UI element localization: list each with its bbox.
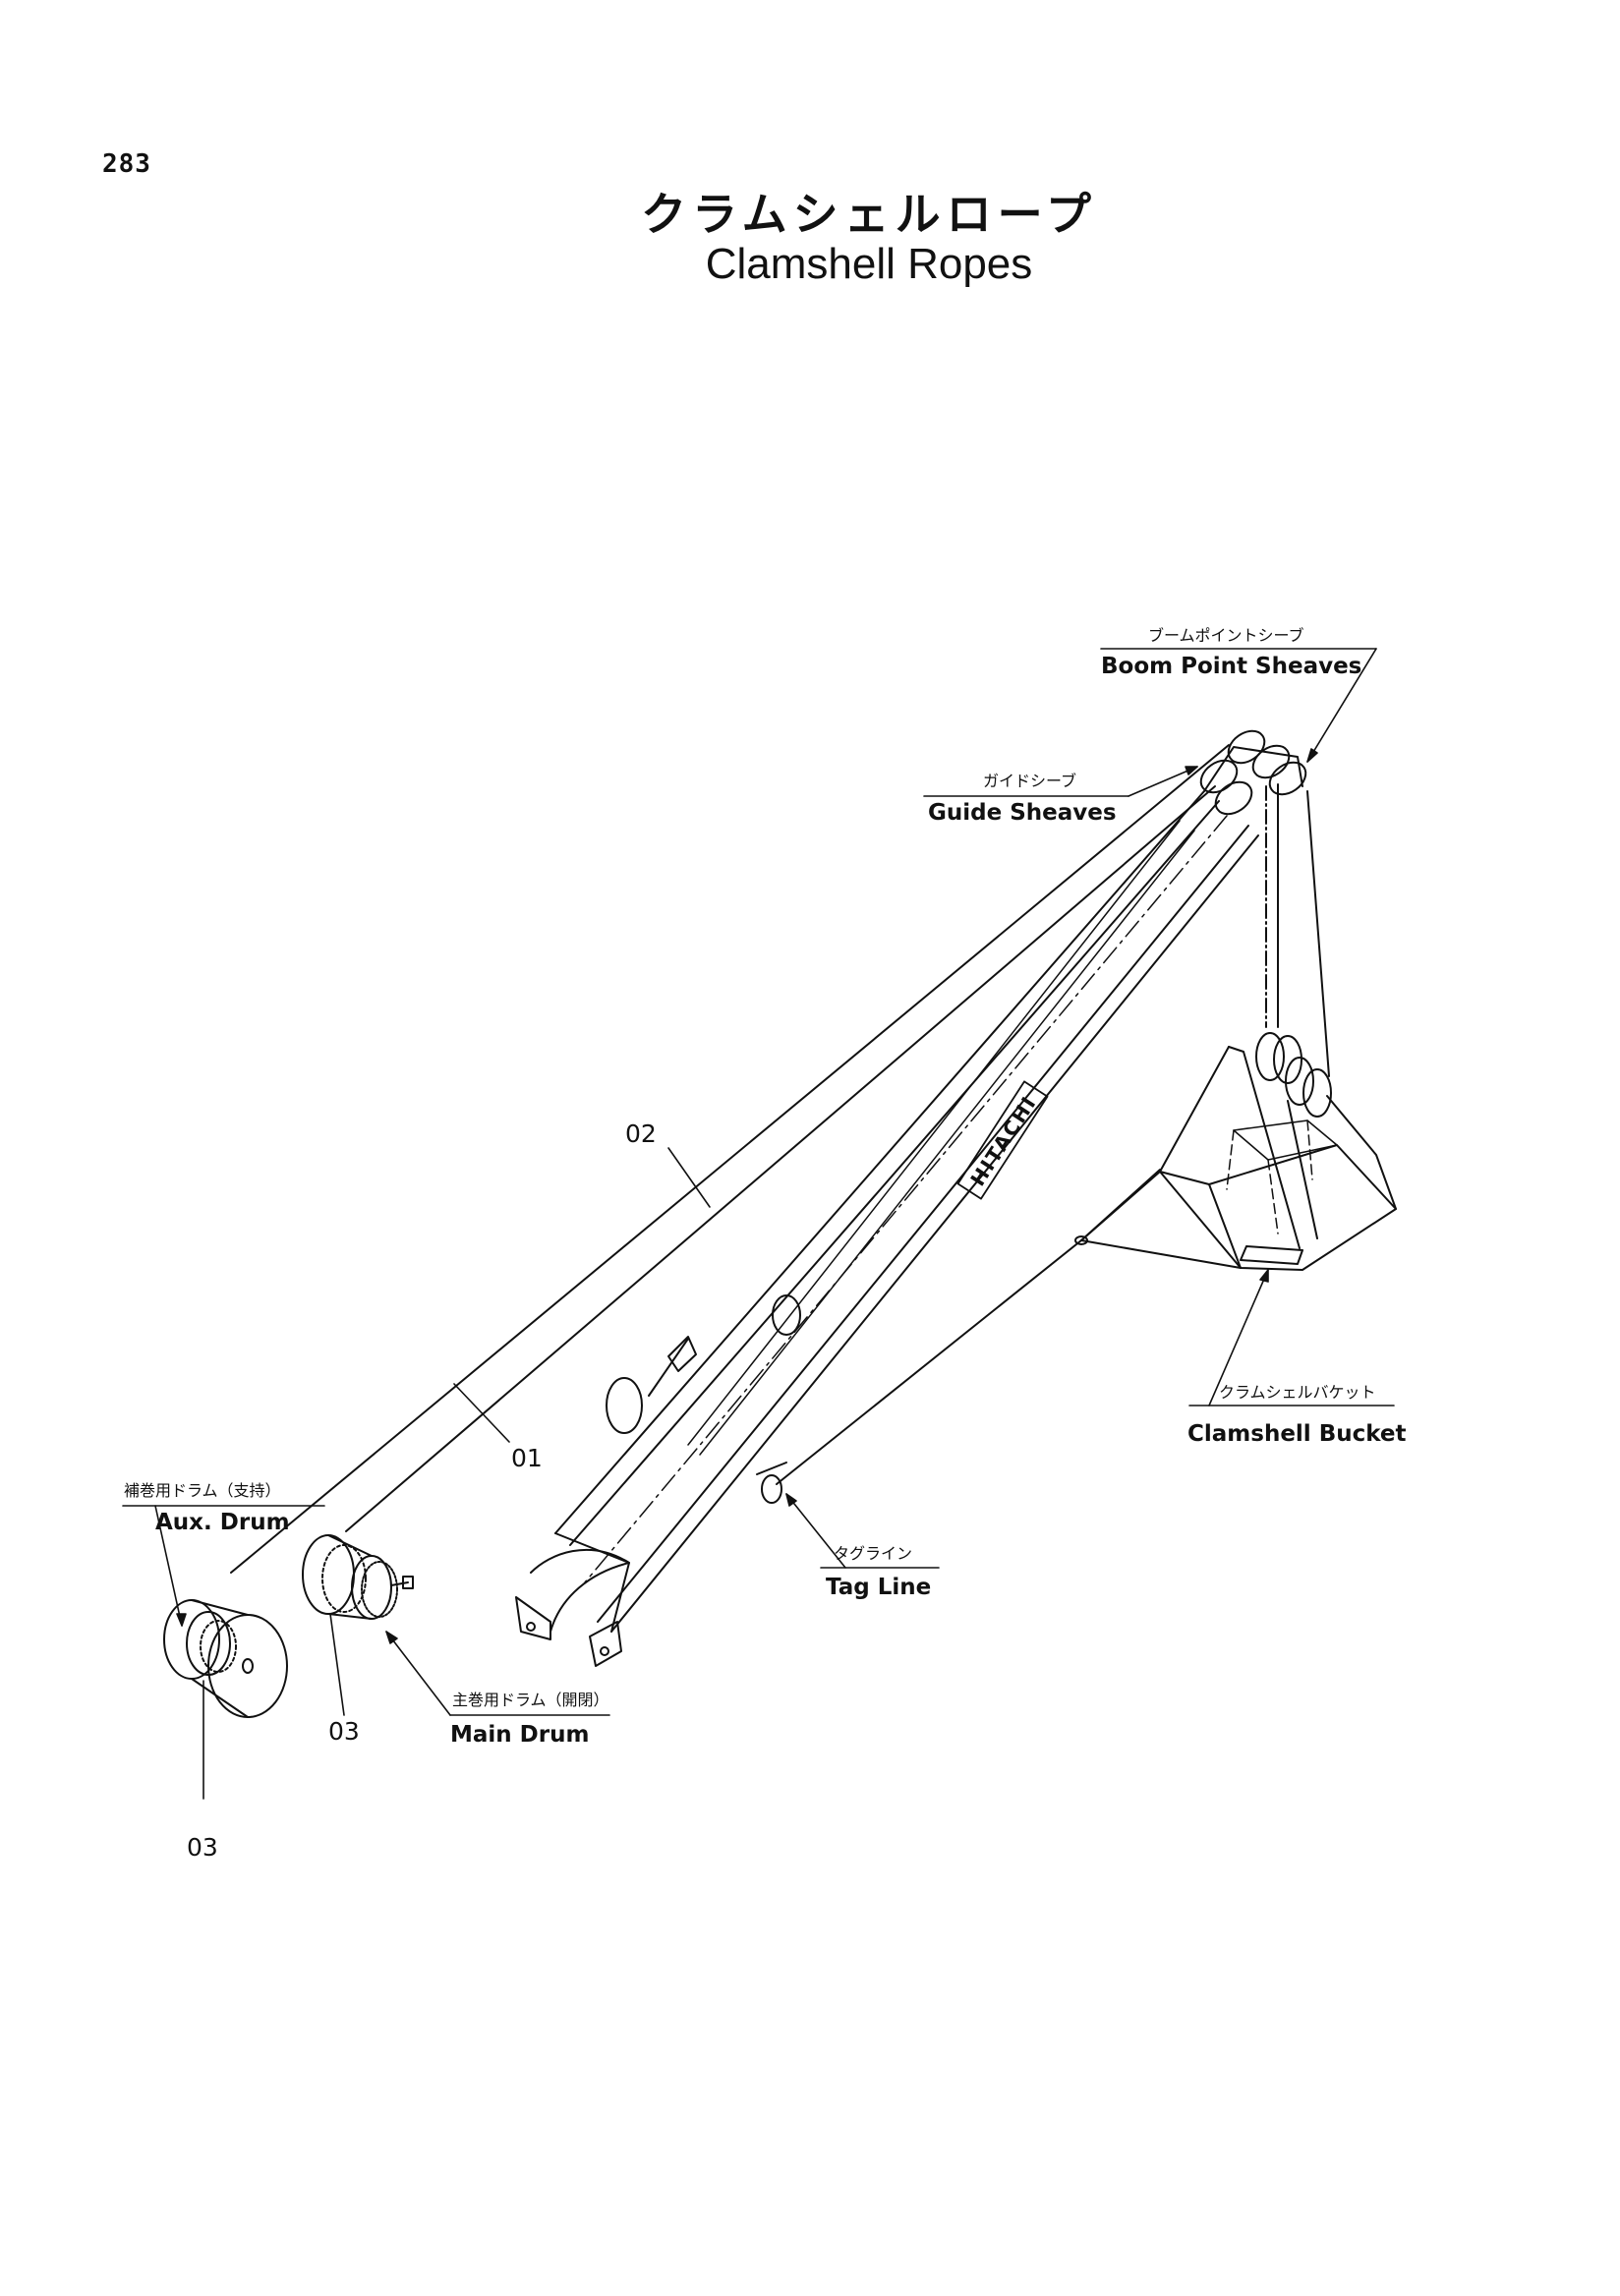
part-number-03-aux: 03 — [187, 1833, 218, 1862]
callout-labels: ブームポイントシーブ Boom Point Sheaves ガイドシーブ Gui… — [124, 626, 1407, 1862]
aux-drum-label: Aux. Drum — [155, 1510, 290, 1535]
boom-point-sheaves — [1199, 729, 1307, 816]
guide-sheaves-label-jp: ガイドシーブ — [983, 772, 1076, 790]
page-title: Clamshell Ropes — [705, 240, 1033, 288]
main-drum — [302, 1534, 414, 1620]
guide-sheaves-label: Guide Sheaves — [928, 800, 1117, 826]
page-title-japanese: クラムシェルロープ — [641, 188, 1097, 241]
aux-drum-label-jp: 補巻用ドラム（支持） — [124, 1481, 281, 1500]
part-number-01: 01 — [511, 1444, 543, 1472]
tag-line-label-jp: タグライン — [834, 1544, 912, 1563]
clamshell-bucket — [1074, 1032, 1397, 1271]
part-number-03-main: 03 — [328, 1717, 360, 1746]
boom-point-sheaves-label-jp: ブームポイントシーブ — [1148, 626, 1304, 645]
boom: HITACHI — [515, 790, 1259, 1667]
part-number-02: 02 — [625, 1119, 657, 1148]
ropes — [230, 744, 1330, 1574]
clamshell-bucket-label: Clamshell Bucket — [1187, 1421, 1407, 1447]
aux-drum — [163, 1599, 288, 1718]
main-drum-label-jp: 主巻用ドラム（開閉） — [452, 1691, 609, 1709]
main-drum-label: Main Drum — [450, 1722, 589, 1748]
page-number: 283 — [102, 149, 151, 179]
tag-line-label: Tag Line — [826, 1575, 931, 1600]
clamshell-bucket-label-jp: クラムシェルバケット — [1219, 1383, 1376, 1402]
boom-point-sheaves-label: Boom Point Sheaves — [1101, 654, 1361, 679]
leader-lines — [122, 648, 1395, 1800]
